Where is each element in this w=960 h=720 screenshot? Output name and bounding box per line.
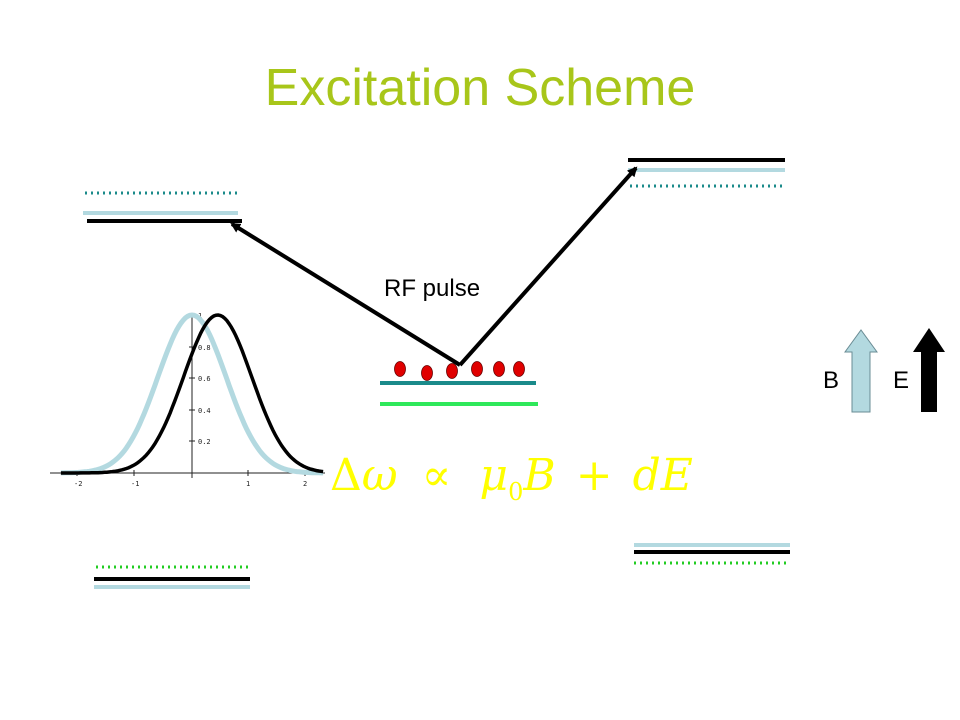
particle-4 xyxy=(471,361,483,377)
formula-plus: + xyxy=(576,450,613,501)
excitation-arrows xyxy=(230,166,638,367)
lower-right-levels xyxy=(634,543,790,565)
slide-title: Excitation Scheme xyxy=(264,59,696,117)
plot-y-tick-label: 0.4 xyxy=(198,407,211,415)
e-field-arrow-icon xyxy=(913,328,945,412)
plot-y-tick-label: 0.2 xyxy=(198,438,211,446)
b-field-arrow-icon xyxy=(844,329,878,413)
plot-y-tick-label: 0.6 xyxy=(198,375,211,383)
upper-left-levels xyxy=(83,191,242,223)
gaussian-curve-lightblue xyxy=(60,312,324,476)
lower-left-levels xyxy=(94,565,252,589)
rf-pulse-label: RF pulse xyxy=(384,275,480,302)
plot-y-tick-label: 0.8 xyxy=(198,344,211,352)
particle-3 xyxy=(446,363,458,379)
arrow-to-upper-left xyxy=(230,222,462,367)
gaussian-plot: -2 -1 1 2 1 0.8 0.6 0.4 0.2 xyxy=(50,312,325,488)
ground-levels xyxy=(380,381,538,406)
formula-e: E xyxy=(660,450,693,501)
arrow-to-upper-right xyxy=(458,166,638,367)
particles xyxy=(394,361,525,381)
formula-d: d xyxy=(633,450,661,501)
formula-omega: ω xyxy=(362,450,398,501)
plot-x-ticks: -2 -1 1 2 xyxy=(74,470,307,488)
particle-1 xyxy=(394,361,406,377)
formula-subscript: 0 xyxy=(508,478,523,506)
particle-6 xyxy=(513,361,525,377)
plot-x-tick-label: 1 xyxy=(246,480,250,488)
particle-5 xyxy=(493,361,505,377)
gaussian-curve-black xyxy=(60,313,324,475)
formula: Δω ∝ μ0B + dE xyxy=(330,450,693,506)
plot-x-tick-label: -1 xyxy=(131,480,139,488)
upper-right-levels xyxy=(628,158,785,188)
plot-x-tick-label: 2 xyxy=(303,480,307,488)
e-field-label: E xyxy=(893,367,909,394)
plot-x-tick-label: -2 xyxy=(74,480,82,488)
b-field-label: B xyxy=(823,367,839,394)
formula-b: B xyxy=(522,450,555,501)
particle-2 xyxy=(421,365,433,381)
formula-delta: Δ xyxy=(330,450,362,501)
formula-propto: ∝ xyxy=(422,450,452,501)
field-arrows: B E xyxy=(823,328,945,413)
formula-mu: μ xyxy=(479,450,508,501)
